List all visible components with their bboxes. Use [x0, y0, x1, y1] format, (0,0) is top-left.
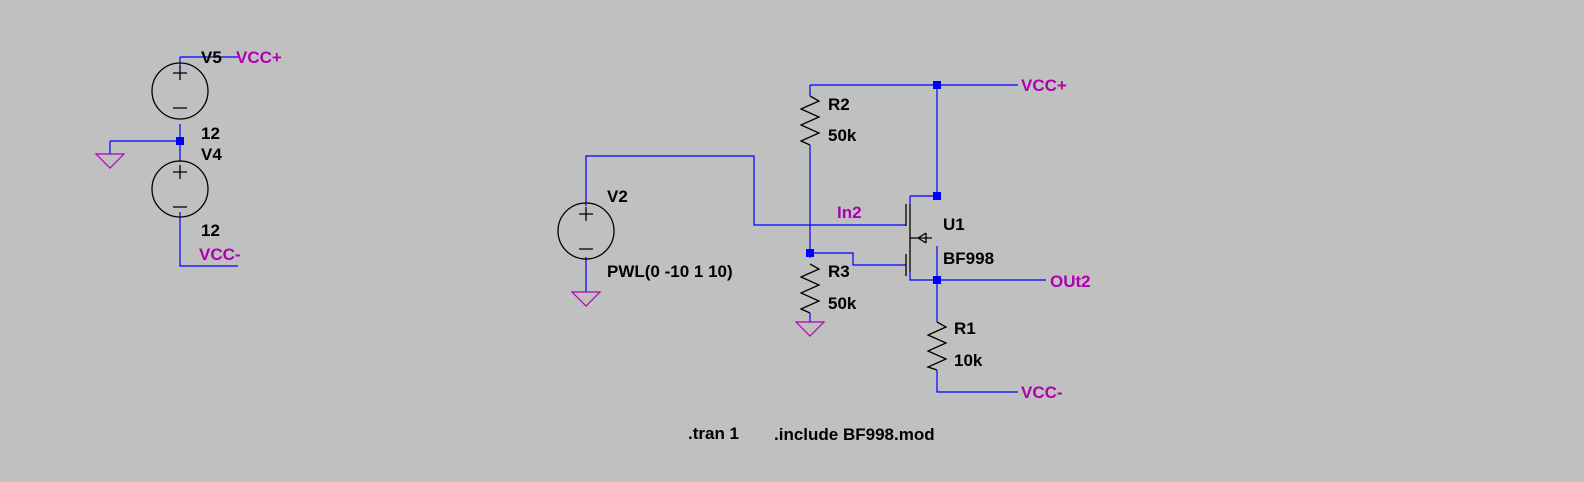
resistor-r2[interactable] — [799, 95, 821, 146]
r1-name-label: R1 — [954, 319, 976, 338]
wire-input — [585, 155, 906, 226]
r2-name-label: R2 — [828, 95, 850, 114]
r2-value-label: 50k — [828, 126, 857, 145]
wire-v4-bottom — [179, 212, 238, 267]
r3-value-label: 50k — [828, 294, 857, 313]
ground-symbol-r3 — [794, 321, 826, 337]
voltage-source-v5[interactable] — [151, 62, 209, 120]
vcc-neg-net-label: VCC- — [199, 245, 241, 264]
v4-name-label: V4 — [201, 145, 222, 164]
wire-mid-node — [109, 124, 181, 162]
mosfet-u1[interactable] — [905, 204, 932, 276]
resistor-r3[interactable] — [799, 263, 821, 314]
tran-directive[interactable]: .tran 1 — [688, 424, 739, 443]
r3-name-label: R3 — [828, 262, 850, 281]
vcc-neg-net-label-2: VCC- — [1021, 383, 1063, 402]
wire-vcc-top — [809, 84, 1018, 96]
ground-symbol — [94, 153, 126, 169]
u1-value-label: BF998 — [943, 249, 994, 268]
u1-name-label: U1 — [943, 215, 965, 234]
ground-symbol-v2 — [570, 291, 602, 307]
resistor-r1[interactable] — [926, 321, 948, 371]
junction-dot-out — [933, 276, 941, 284]
wire-drain — [909, 85, 938, 204]
v2-value-label: PWL(0 -10 1 10) — [607, 262, 733, 281]
junction-dot-vcc — [933, 81, 941, 89]
vcc-pos-net-label-2: VCC+ — [1021, 76, 1067, 95]
power-supply-group: V5 VCC+ 12 V4 12 VCC- — [94, 48, 282, 267]
vcc-pos-net-label: VCC+ — [236, 48, 282, 67]
include-directive[interactable]: .include BF998.mod — [774, 425, 935, 444]
in2-net-label: In2 — [837, 203, 862, 222]
wire-r2-r3 — [809, 145, 906, 266]
voltage-source-v2[interactable] — [557, 202, 615, 260]
r1-value-label: 10k — [954, 351, 983, 370]
junction-dot — [176, 137, 184, 145]
v5-name-label: V5 — [201, 48, 222, 67]
voltage-source-v4[interactable] — [151, 160, 209, 218]
out2-net-label: OUt2 — [1050, 272, 1091, 291]
v4-value-label: 12 — [201, 221, 220, 240]
wire-r1-bottom — [936, 370, 1018, 393]
v5-value-label: 12 — [201, 124, 220, 143]
v2-name-label: V2 — [607, 187, 628, 206]
amplifier-group: V2 PWL(0 -10 1 10) R2 50k R3 50k R1 10k … — [557, 76, 1091, 402]
junction-dot-drain — [933, 192, 941, 200]
junction-dot-gate2 — [806, 249, 814, 257]
